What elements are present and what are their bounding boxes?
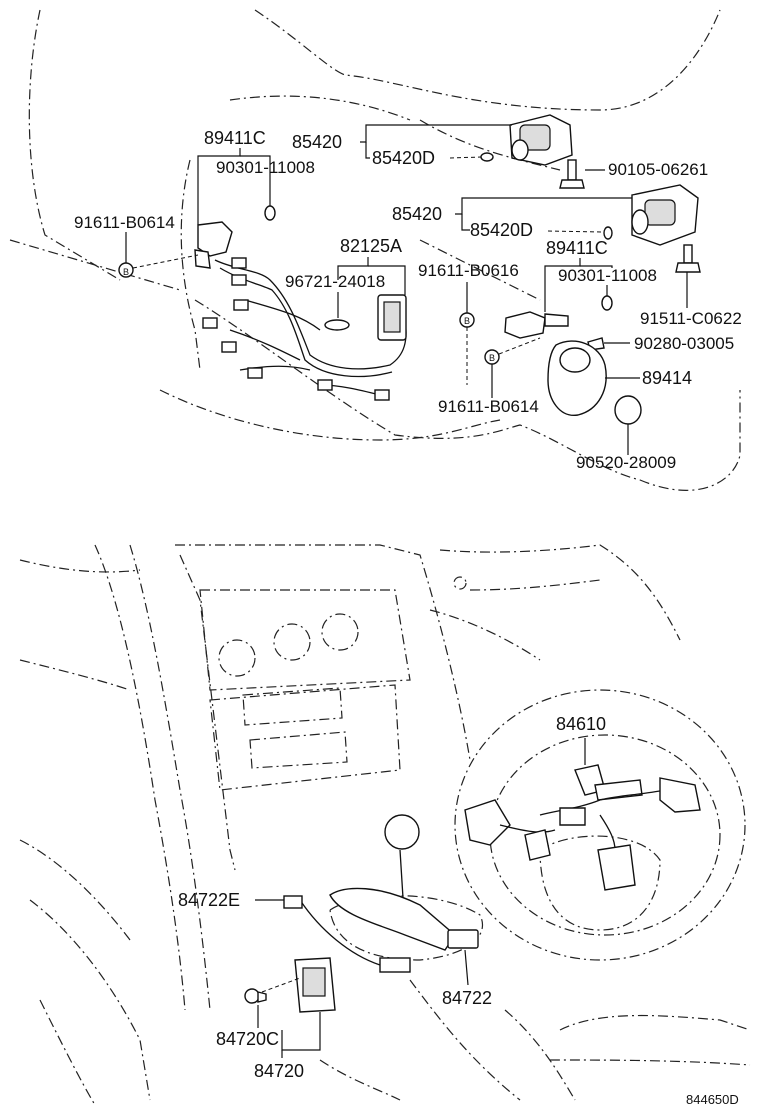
label-89411c-left: 89411C bbox=[204, 128, 266, 148]
steering-harness-84610 bbox=[464, 764, 701, 891]
label-89414: 89414 bbox=[642, 368, 692, 388]
switch-84722 bbox=[283, 887, 479, 973]
engine-bay-outline bbox=[9, 9, 741, 491]
gasket-96721 bbox=[324, 319, 350, 331]
label-84722e: 84722E bbox=[178, 890, 240, 910]
label-91611-lower: 91611-B0614 bbox=[438, 397, 539, 416]
svg-text:B: B bbox=[123, 267, 129, 277]
label-91611-b0616: 91611-B0616 bbox=[418, 261, 519, 280]
bolt-marker-91611-left: B bbox=[118, 262, 134, 278]
interior-outline bbox=[19, 544, 751, 1106]
label-84722: 84722 bbox=[442, 988, 492, 1008]
label-85420d-upper: 85420D bbox=[372, 148, 435, 168]
label-91511: 91511-C0622 bbox=[640, 309, 742, 328]
sensor-85420-lower bbox=[603, 184, 699, 246]
switch-84720 bbox=[294, 957, 336, 1013]
bolt-91511 bbox=[675, 244, 701, 273]
bolt-90105 bbox=[559, 159, 585, 189]
speed-sensor-89411c-right bbox=[504, 311, 569, 339]
label-90520: 90520-28009 bbox=[576, 453, 676, 472]
diagram-id: 844650D bbox=[686, 1092, 739, 1107]
label-84720: 84720 bbox=[254, 1061, 304, 1081]
label-90280: 90280-03005 bbox=[634, 334, 734, 353]
label-89411c-right: 89411C bbox=[546, 238, 608, 258]
speed-sensor-89411c-left bbox=[194, 221, 233, 269]
label-91611-left: 91611-B0614 bbox=[74, 213, 175, 232]
label-96721: 96721-24018 bbox=[285, 272, 385, 291]
label-85420d-lower: 85420D bbox=[470, 220, 533, 240]
label-82125a: 82125A bbox=[340, 236, 402, 256]
svg-text:B: B bbox=[464, 316, 470, 326]
bottom-leader-lines bbox=[255, 738, 586, 1058]
sensor-85420-upper bbox=[480, 114, 573, 166]
svg-text:B: B bbox=[489, 353, 495, 363]
label-84720c: 84720C bbox=[216, 1029, 279, 1049]
top-leader-lines bbox=[125, 124, 688, 455]
o-ring-90520 bbox=[614, 395, 642, 425]
housing-89414 bbox=[547, 340, 607, 416]
o-ring-90301-upper bbox=[264, 205, 276, 221]
label-85420-upper: 85420 bbox=[292, 132, 342, 152]
label-85420-lower: 85420 bbox=[392, 204, 442, 224]
bolt-marker-91611-b0616: B bbox=[459, 312, 475, 328]
part-labels: 89411C 85420 85420D 90301-11008 90105-06… bbox=[74, 128, 742, 1107]
wire-harness bbox=[202, 257, 407, 401]
label-84610: 84610 bbox=[556, 714, 606, 734]
label-90105: 90105-06261 bbox=[608, 160, 708, 179]
label-90301-lower: 90301-11008 bbox=[558, 266, 657, 285]
steering-wheel bbox=[454, 689, 746, 961]
bolt-marker-91611-lower: B bbox=[484, 349, 500, 365]
label-90301-upper: 90301-11008 bbox=[216, 158, 315, 177]
o-ring-90301-lower bbox=[601, 295, 613, 311]
clip-84720c bbox=[244, 988, 267, 1004]
